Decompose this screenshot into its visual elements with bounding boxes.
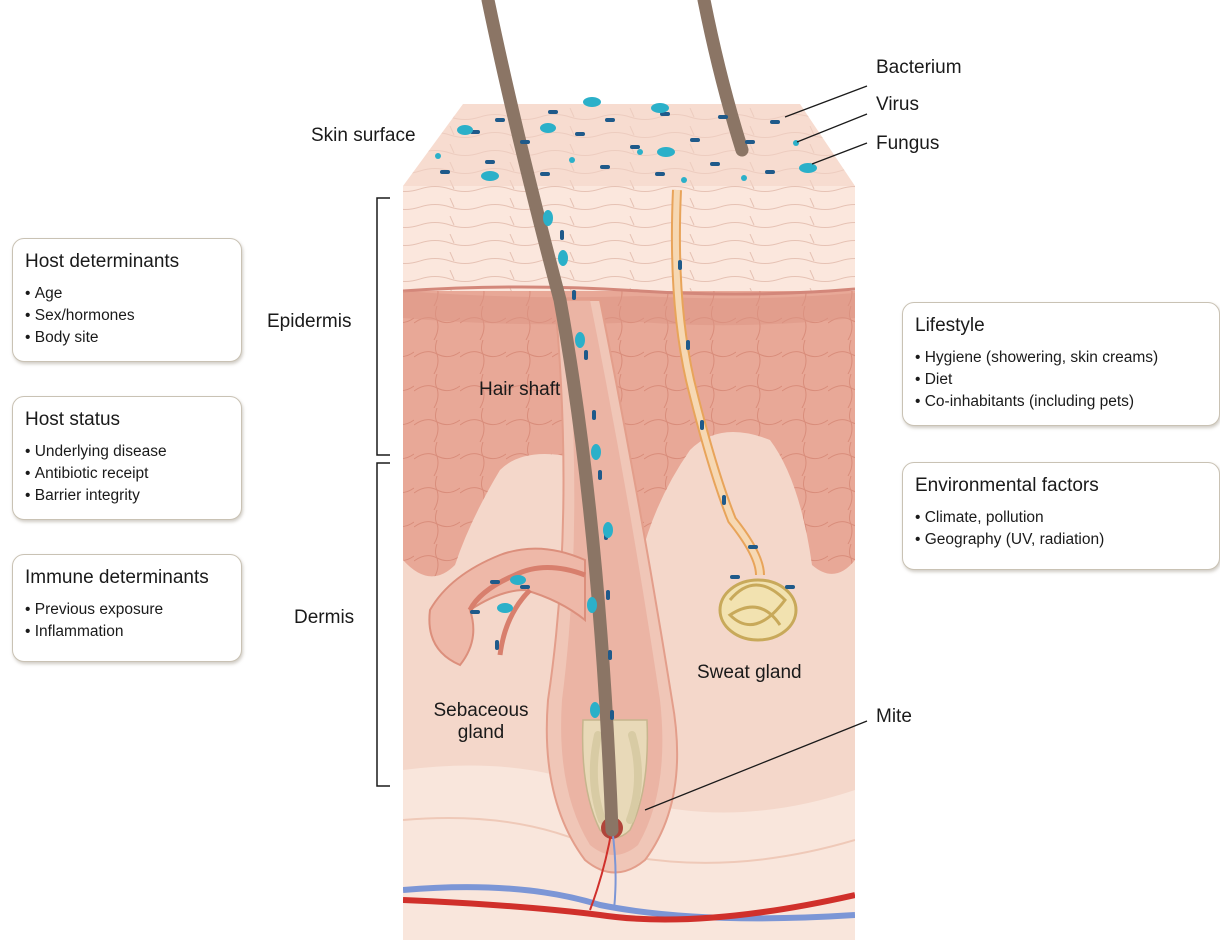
- list-item: Co-inhabitants (including pets): [915, 391, 1207, 413]
- lifestyle-title: Lifestyle: [915, 315, 1207, 337]
- dermis-bracket: [377, 463, 390, 786]
- list-item: Climate, pollution: [915, 507, 1207, 529]
- host-status-box: Host status Underlying disease Antibioti…: [12, 396, 242, 520]
- dermis-label: Dermis: [294, 607, 354, 629]
- virus-label: Virus: [876, 94, 919, 116]
- list-item: Age: [25, 283, 229, 305]
- bacterium-leader-line: [785, 86, 867, 117]
- list-item: Previous exposure: [25, 599, 229, 621]
- sebaceous-gland-label: Sebaceous gland: [418, 700, 544, 744]
- skin-block: [403, 0, 855, 940]
- environmental-factors-title: Environmental factors: [915, 475, 1207, 497]
- epidermis-label: Epidermis: [267, 311, 351, 333]
- fungus-label: Fungus: [876, 133, 939, 155]
- list-item: Barrier integrity: [25, 485, 229, 507]
- epidermis-bracket: [377, 198, 390, 455]
- lifestyle-box: Lifestyle Hygiene (showering, skin cream…: [902, 302, 1220, 426]
- sweat-gland-label: Sweat gland: [697, 662, 802, 684]
- host-determinants-title: Host determinants: [25, 251, 229, 273]
- skin-surface-label: Skin surface: [311, 125, 416, 147]
- host-status-title: Host status: [25, 409, 229, 431]
- list-item: Sex/hormones: [25, 305, 229, 327]
- mite-label: Mite: [876, 706, 912, 728]
- immune-determinants-box: Immune determinants Previous exposure In…: [12, 554, 242, 662]
- bacterium-label: Bacterium: [876, 57, 962, 79]
- list-item: Inflammation: [25, 621, 229, 643]
- immune-determinants-title: Immune determinants: [25, 567, 229, 589]
- list-item: Diet: [915, 369, 1207, 391]
- environmental-factors-box: Environmental factors Climate, pollution…: [902, 462, 1220, 570]
- list-item: Antibiotic receipt: [25, 463, 229, 485]
- list-item: Hygiene (showering, skin creams): [915, 347, 1207, 369]
- host-determinants-box: Host determinants Age Sex/hormones Body …: [12, 238, 242, 362]
- sweat-gland-coil: [720, 580, 796, 640]
- hair-shaft-label: Hair shaft: [479, 379, 560, 401]
- list-item: Body site: [25, 327, 229, 349]
- list-item: Geography (UV, radiation): [915, 529, 1207, 551]
- list-item: Underlying disease: [25, 441, 229, 463]
